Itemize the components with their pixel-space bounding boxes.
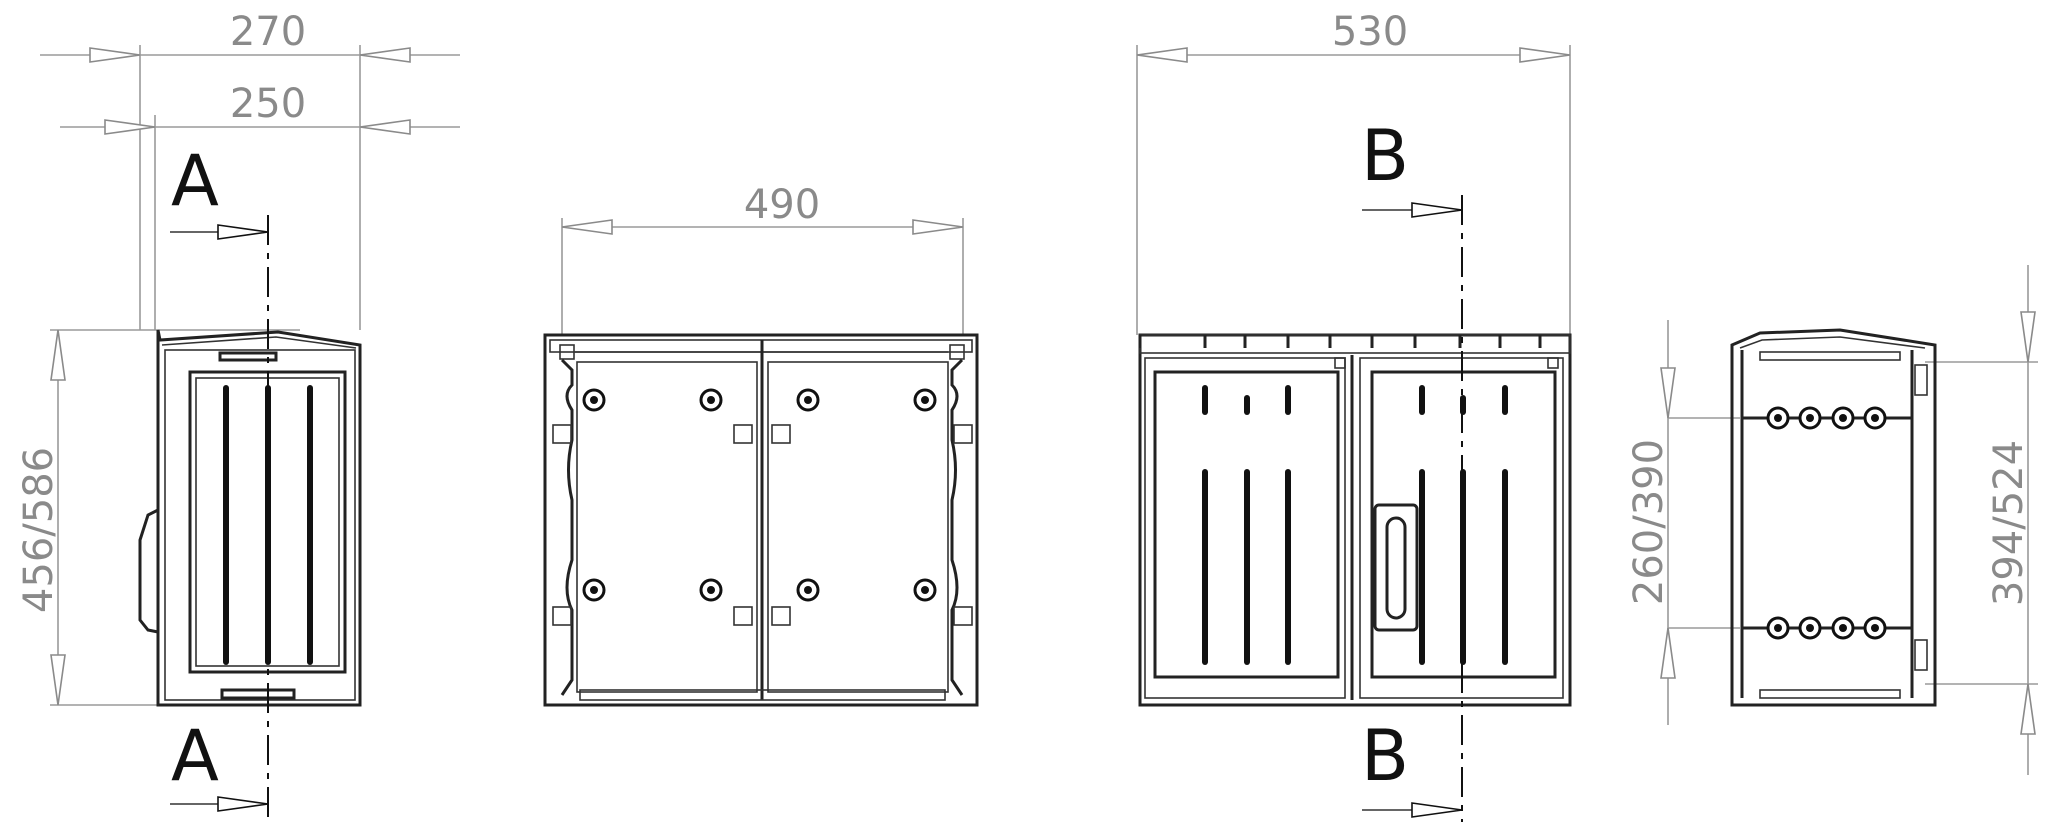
side-enclosure	[138, 215, 362, 820]
dimension-label-394-524: 394/524	[1986, 440, 2032, 606]
dimension-530: 530	[1136, 9, 1571, 335]
dimension-label-456-586: 456/586	[16, 447, 62, 613]
section-view: 260/390 394/524	[1626, 265, 2038, 775]
dimension-394-524: 394/524	[1925, 265, 2038, 775]
dimension-label-260-390: 260/390	[1626, 439, 1672, 605]
front-enclosure	[1138, 195, 1572, 822]
dimension-label-270: 270	[230, 9, 306, 55]
dimension-label-490: 490	[744, 182, 820, 228]
dimension-label-250: 250	[230, 81, 306, 127]
section-letter-a-bottom: A	[171, 715, 219, 797]
section-marker-a-bottom: A	[170, 715, 269, 812]
back-view: 490	[543, 182, 979, 707]
section-marker-b-top: B	[1361, 115, 1463, 218]
section-marker-a-top: A	[170, 140, 269, 240]
section-letter-b-top: B	[1361, 115, 1409, 197]
section-marker-b-bottom: B	[1361, 715, 1463, 818]
back-enclosure	[543, 333, 979, 707]
dimension-270: 270	[40, 9, 460, 330]
dimension-490: 490	[561, 182, 964, 335]
dimension-label-530: 530	[1332, 9, 1408, 55]
dimension-260-390: 260/390	[1626, 320, 1740, 725]
dimension-250: 250	[60, 81, 460, 330]
section-letter-a-top: A	[171, 140, 219, 222]
section-letter-b-bottom: B	[1361, 715, 1409, 797]
side-view: 270 250 456/586 A A	[16, 9, 460, 820]
dimension-456-586: 456/586	[16, 329, 300, 706]
section-enclosure	[1730, 328, 1937, 707]
handle-icon	[1373, 503, 1419, 632]
front-view: 530 B B	[1136, 9, 1572, 822]
